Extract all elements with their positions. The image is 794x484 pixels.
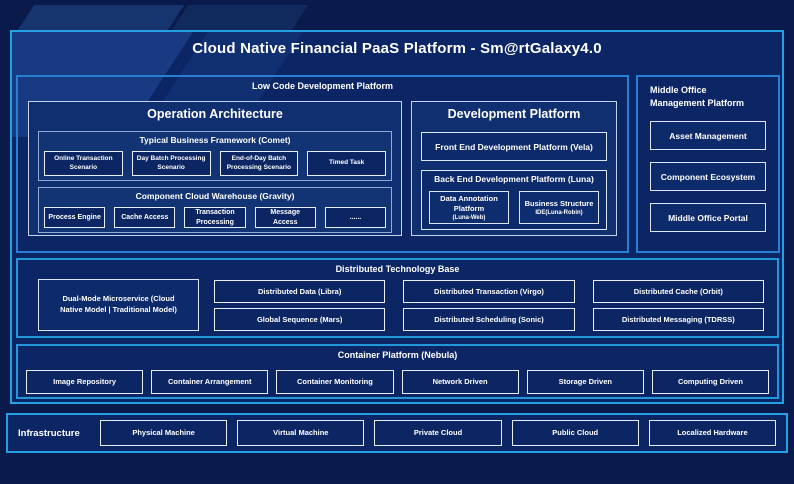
section-title: Development Platform (447, 107, 581, 121)
node-public-cloud: Public Cloud (511, 420, 639, 446)
node-asset-management: Asset Management (650, 121, 766, 151)
node-row: Data Annotation Platform (Luna-Web) Busi… (429, 191, 599, 224)
node-label: Data Annotation Platform (440, 194, 498, 213)
node-row: Online Transaction Scenario Day Batch Pr… (44, 151, 386, 176)
section-low-code-development-platform: Low Code Development Platform Operation … (16, 75, 629, 253)
section-operation-architecture: Operation Architecture Typical Business … (28, 101, 402, 236)
node-end-of-day-batch-processing-scenario: End-of-Day Batch Processing Scenario (219, 151, 299, 176)
node-label: Business Structure (524, 199, 594, 209)
node-localized-hardware: Localized Hardware (648, 420, 777, 446)
section-development-platform: Development Platform Front End Developme… (411, 101, 617, 236)
node-transaction-processing: Transaction Processing (184, 207, 246, 228)
section-label: Container Platform (Nebula) (337, 350, 458, 360)
group-typical-business-framework: Typical Business Framework (Comet) Onlin… (38, 131, 392, 181)
section-infrastructure: Infrastructure Physical Machine Virtual … (6, 413, 788, 453)
node-image-repository: Image Repository (26, 370, 144, 394)
node-online-transaction-scenario: Online Transaction Scenario (44, 151, 123, 176)
node-message-access: Message Access (254, 207, 316, 228)
node-distributed-cache-orbit: Distributed Cache (Orbit) (592, 280, 764, 303)
node-container-arrangement: Container Arrangement (151, 370, 269, 394)
node-row: Process Engine Cache Access Transaction … (44, 207, 387, 228)
group-component-cloud-warehouse: Component Cloud Warehouse (Gravity) Proc… (38, 187, 392, 233)
node-ellipsis: ...... (324, 207, 387, 228)
group-back-end-development-platform: Back End Development Platform (Luna) Dat… (421, 170, 607, 230)
node-distributed-data-libra: Distributed Data (Libra) (214, 280, 386, 303)
group-label: Back End Development Platform (Luna) (434, 174, 594, 184)
node-dual-mode-microservice: Dual-Mode Microservice (Cloud Native Mod… (38, 279, 199, 331)
node-business-structure-ide: Business Structure IDE(Luna-Robin) (519, 191, 599, 224)
page-title: Cloud Native Financial PaaS Platform - S… (192, 40, 602, 57)
node-process-engine: Process Engine (44, 207, 106, 228)
node-distributed-transaction-virgo: Distributed Transaction (Virgo) (403, 280, 575, 303)
node-private-cloud: Private Cloud (374, 420, 502, 446)
node-network-driven: Network Driven (401, 370, 519, 394)
section-distributed-technology-base: Distributed Technology Base Dual-Mode Mi… (16, 258, 779, 338)
node-data-annotation-platform: Data Annotation Platform (Luna-Web) (429, 191, 509, 224)
node-global-sequence-mars: Global Sequence (Mars) (214, 308, 386, 331)
node-virtual-machine: Virtual Machine (237, 420, 365, 446)
section-label: Distributed Technology Base (335, 264, 460, 274)
node-timed-task: Timed Task (307, 151, 386, 176)
node-distributed-messaging-tdrss: Distributed Messaging (TDRSS) (592, 308, 764, 331)
node-container-monitoring: Container Monitoring (276, 370, 394, 394)
node-grid: Distributed Data (Libra) Distributed Tra… (214, 280, 764, 331)
node-storage-driven: Storage Driven (526, 370, 644, 394)
node-distributed-scheduling-sonic: Distributed Scheduling (Sonic) (403, 308, 575, 331)
node-cache-access: Cache Access (114, 207, 176, 228)
deco-diagonal-stripe (171, 5, 309, 30)
section-label: Middle Office Management Platform (650, 85, 745, 108)
node-day-batch-processing-scenario: Day Batch Processing Scenario (131, 151, 211, 176)
node-code-label: (Luna-Web) (452, 214, 486, 221)
section-container-platform-nebula: Container Platform (Nebula) Image Reposi… (16, 344, 779, 399)
node-middle-office-portal: Middle Office Portal (650, 203, 766, 233)
section-label: Low Code Development Platform (251, 81, 394, 91)
node-code-label: IDE(Luna-Robin) (535, 209, 583, 216)
section-title: Operation Architecture (147, 107, 283, 121)
group-label: Component Cloud Warehouse (Gravity) (135, 191, 295, 201)
deco-diagonal-stripe (17, 5, 185, 30)
section-label: Infrastructure (18, 427, 80, 439)
platform-diagram-panel: Cloud Native Financial PaaS Platform - S… (10, 30, 784, 404)
node-component-ecosystem: Component Ecosystem (650, 162, 766, 192)
group-label: Typical Business Framework (Comet) (139, 135, 291, 145)
node-physical-machine: Physical Machine (100, 420, 228, 446)
section-middle-office-management-platform: Middle Office Management Platform Asset … (636, 75, 780, 253)
node-front-end-development-platform-vela: Front End Development Platform (Vela) (421, 132, 607, 161)
node-row: Image Repository Container Arrangement C… (26, 370, 770, 394)
node-computing-driven: Computing Driven (651, 370, 770, 394)
